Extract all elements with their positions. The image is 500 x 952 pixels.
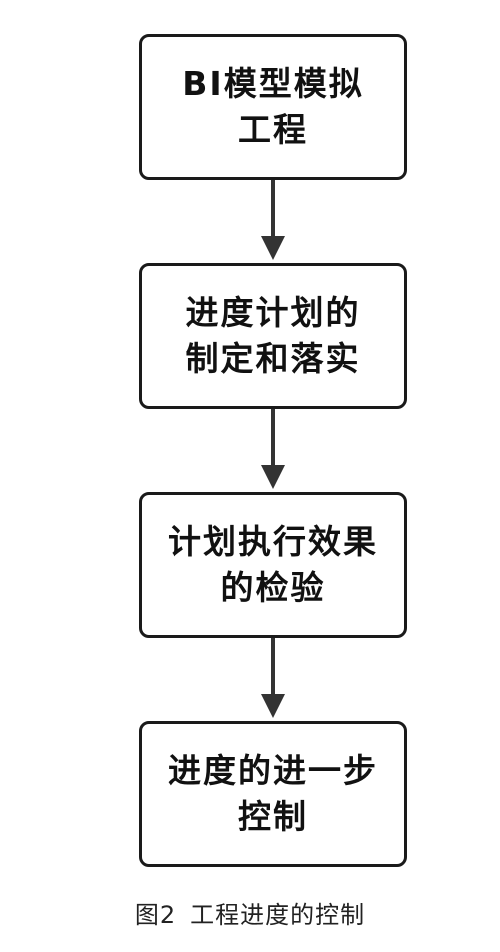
flow-arrow-down <box>259 638 287 721</box>
flow-step-bi-model-simulation: BI模型模拟 工程 <box>139 34 407 180</box>
flow-step-text-line: 进度计划的 <box>185 293 361 332</box>
flow-step-text-line: BI模型模拟 <box>182 64 364 103</box>
flow-step-text-line: 计划执行效果 <box>168 522 378 561</box>
flow-step-text-line: 的检验 <box>220 568 326 607</box>
flow-step-text-line: 进度的进一步 <box>168 751 378 790</box>
flow-arrow-down <box>259 409 287 492</box>
flow-step-text-line: 控制 <box>238 797 308 836</box>
flow-step-text-line: 工程 <box>238 110 308 149</box>
flow-arrow-down <box>259 180 287 263</box>
flow-step-execution-check: 计划执行效果 的检验 <box>139 492 407 638</box>
flow-step-schedule-planning: 进度计划的 制定和落实 <box>139 263 407 409</box>
flow-step-further-control: 进度的进一步 控制 <box>139 721 407 867</box>
figure-number: 图2 <box>134 901 177 929</box>
flow-step-text-line: 制定和落实 <box>185 339 361 378</box>
figure-caption-text: 工程进度的控制 <box>190 901 366 929</box>
figure-caption: 图2 工程进度的控制 <box>0 895 500 930</box>
